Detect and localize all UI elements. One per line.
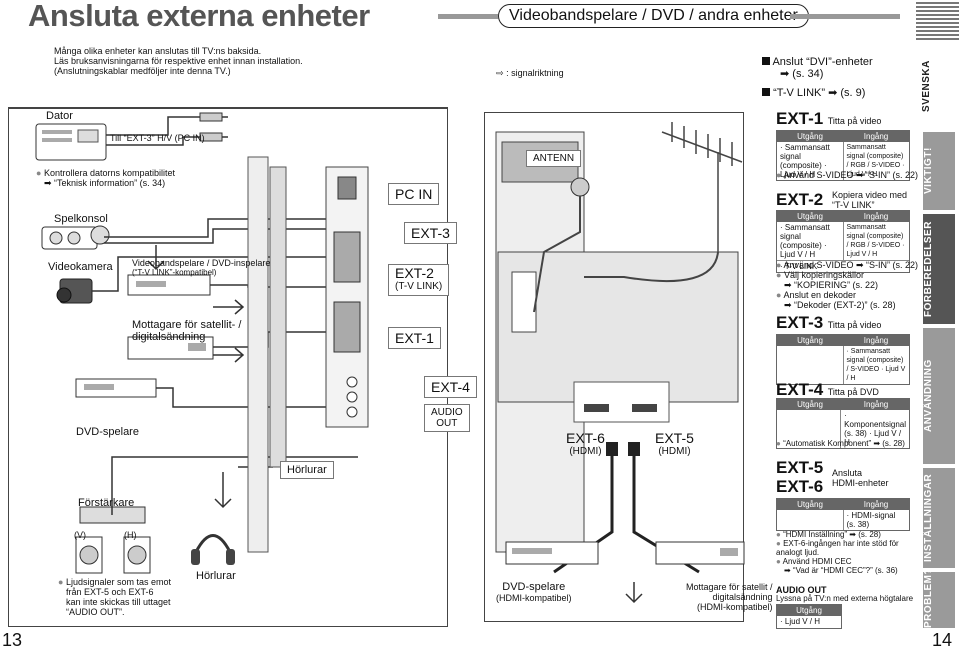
- header-rule-right: [790, 14, 900, 19]
- label-hortrar-jack: Hörlurar: [280, 461, 334, 479]
- left-illustration: [35, 112, 369, 574]
- header-rule-left: [438, 14, 498, 19]
- arrow-right-icon: ➡: [828, 87, 838, 99]
- corner-stripes: [916, 0, 959, 40]
- tab-anvandning[interactable]: ANVÄNDNING: [923, 328, 955, 464]
- label-hdmi-receiver: Mottagare för satellit / digitalsändning…: [686, 582, 773, 612]
- ext1-heading: EXT-1 Titta på video: [776, 109, 882, 128]
- tab-forberedelser[interactable]: FÖRBEREDELSER: [923, 214, 955, 324]
- tab-viktigt[interactable]: VIKTIGT!: [923, 132, 955, 210]
- label-ext3: EXT-3: [404, 222, 457, 244]
- page-number-right: 14: [932, 630, 953, 650]
- label-ext4: EXT-4: [424, 376, 477, 398]
- page-number-left: 13: [2, 630, 23, 650]
- note-ljudsignaler: Ljudsignaler som tas emot från EXT-5 och…: [58, 577, 171, 617]
- label-vcr: Videobandspelare / DVD-inspelare(“T-V LI…: [132, 258, 271, 277]
- ext3-heading: EXT-3 Titta på video: [776, 313, 882, 332]
- label-till-ext3: Till “EXT-3” H/V (PC IN): [110, 133, 205, 143]
- dvi-note: Anslut “DVI”-enheter ➡ (s. 34): [762, 56, 873, 80]
- label-ext2: EXT-2 (T-V LINK): [388, 264, 450, 296]
- hdmi-receiver-icon: [655, 541, 745, 565]
- label-videokamera: Videokamera: [48, 261, 113, 273]
- section-title: Videobandspelare / DVD / andra enheter: [498, 4, 809, 28]
- audio-out-heading: AUDIO OUT: [776, 585, 827, 595]
- label-spelkonsol: Spelkonsol: [54, 213, 108, 225]
- tab-problem[interactable]: PROBLEM?: [923, 568, 955, 628]
- label-hortrar: Hörlurar: [196, 570, 236, 582]
- label-hdmi-dvd: DVD-spelare (HDMI-kompatibel): [496, 581, 572, 604]
- antenna-icon: [661, 122, 743, 252]
- tv-back-frame: [484, 112, 744, 622]
- ext4-note: “Automatisk Komponent” ➡ (s. 28): [776, 439, 905, 449]
- label-forstarkare: Förstärkare: [78, 497, 135, 509]
- square-bullet-icon: [762, 57, 770, 65]
- signal-legend: ⇨ : signalriktning: [496, 68, 564, 78]
- square-bullet-icon: [762, 88, 770, 96]
- tab-svenska[interactable]: SVENSKA: [921, 44, 955, 128]
- intro-text: Många olika enheter kan anslutas till TV…: [54, 46, 303, 76]
- arrow-right-icon: ➡: [780, 68, 793, 80]
- label-ext1: EXT-1: [388, 327, 441, 349]
- label-pc-in: PC IN: [388, 183, 440, 205]
- devices-frame: [8, 107, 448, 627]
- label-channel-h: (H): [124, 530, 137, 540]
- tvlink-note: “T-V LINK” ➡ (s. 9): [762, 86, 865, 99]
- arrow-right-icon: ➡: [44, 178, 55, 188]
- center-illustration: [495, 122, 745, 604]
- ext2-subheading: Kopiera video med“T-V LINK”: [832, 190, 908, 210]
- label-ext5: EXT-5 (HDMI): [655, 430, 694, 457]
- label-channel-v: (V): [74, 530, 86, 540]
- satellite-receiver-icon: [127, 336, 214, 360]
- label-ext6: EXT-6 (HDMI): [566, 430, 605, 457]
- ext56-notes: “HDMI Inställning” ➡ (s. 28) EXT-6-ingån…: [776, 530, 916, 575]
- ext4-heading: EXT-4 Titta på DVD: [776, 380, 879, 399]
- label-dator: Dator: [46, 110, 73, 122]
- arrow-icon: ⇨: [496, 68, 504, 78]
- ext2-heading: EXT-2: [776, 190, 824, 209]
- note-kontrollera: Kontrollera datorns kompatibilitet: [36, 168, 175, 178]
- audio-out-desc: Lyssna på TV:n med externa högtalare: [776, 594, 914, 603]
- label-dvd-player: DVD-spelare: [76, 426, 139, 438]
- headphones-icon: [194, 534, 232, 553]
- audio-out-table: Utgång · Ljud V / H: [776, 604, 842, 629]
- tab-installningar[interactable]: INSTÄLLNINGAR: [923, 468, 955, 568]
- page-title: Ansluta externa enheter: [28, 0, 370, 33]
- label-satellite: Mottagare för satellit- /digitalsändning: [132, 319, 242, 343]
- label-antenn: ANTENN: [526, 150, 582, 167]
- note-kontrollera-ref: ➡ “Teknisk information” (s. 34): [44, 178, 166, 188]
- ext2-notes: Använd S-VIDEO ➡ “S-IN” (s. 22) Välj kop…: [776, 260, 918, 310]
- ext1-note: Använd S-VIDEO ➡ “S-IN” (s. 22): [776, 170, 918, 180]
